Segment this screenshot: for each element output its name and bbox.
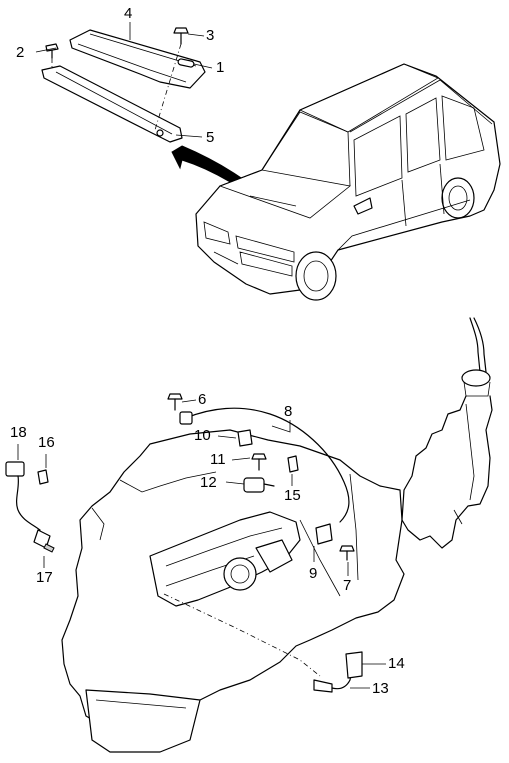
- bolt-7: [339, 545, 355, 561]
- callout-1: 1: [216, 59, 225, 76]
- callout-13: 13: [372, 680, 389, 697]
- callout-leaders: [17, 399, 386, 689]
- bracket-bar: [41, 65, 183, 143]
- callout-17: 17: [36, 569, 53, 586]
- bolt-6: [167, 393, 183, 411]
- callout-14: 14: [388, 655, 405, 672]
- bolt-2: [45, 43, 59, 59]
- callout-6: 6: [198, 391, 207, 408]
- callout-5: 5: [206, 129, 215, 146]
- bracket-10: [237, 429, 253, 447]
- oxygen-sensor-13: [313, 667, 353, 693]
- wiring-harness-8: [185, 407, 350, 523]
- callout-8: 8: [284, 403, 293, 420]
- callout-10: 10: [194, 427, 211, 444]
- sensor-12: [243, 477, 275, 493]
- callout-12: 12: [200, 474, 217, 491]
- callout-11: 11: [210, 451, 226, 468]
- callout-16: 16: [38, 434, 55, 451]
- oil-pan: [85, 689, 201, 753]
- callout-4: 4: [124, 5, 133, 22]
- throttle-body: [223, 557, 257, 591]
- engine-cover: [69, 29, 206, 89]
- bolt-11: [251, 453, 267, 471]
- bracket-14: [345, 651, 363, 679]
- sensor-connector: [179, 411, 193, 425]
- sensor-18: [5, 461, 41, 531]
- callout-15: 15: [284, 487, 301, 504]
- callout-3: 3: [206, 27, 215, 44]
- sensor-17: [33, 529, 55, 553]
- callout-2: 2: [16, 44, 25, 61]
- clip-9: [315, 523, 333, 545]
- callout-9: 9: [309, 565, 318, 582]
- callout-7: 7: [343, 577, 352, 594]
- bolt-3: [173, 27, 189, 45]
- callout-18: 18: [10, 424, 27, 441]
- vehicle-outline: [195, 63, 501, 301]
- transmission-engine-outline: [61, 317, 493, 753]
- engine-cover-assembly: [35, 22, 213, 143]
- clip-16: [37, 469, 49, 485]
- clip-15: [287, 455, 299, 473]
- clip: [177, 58, 195, 68]
